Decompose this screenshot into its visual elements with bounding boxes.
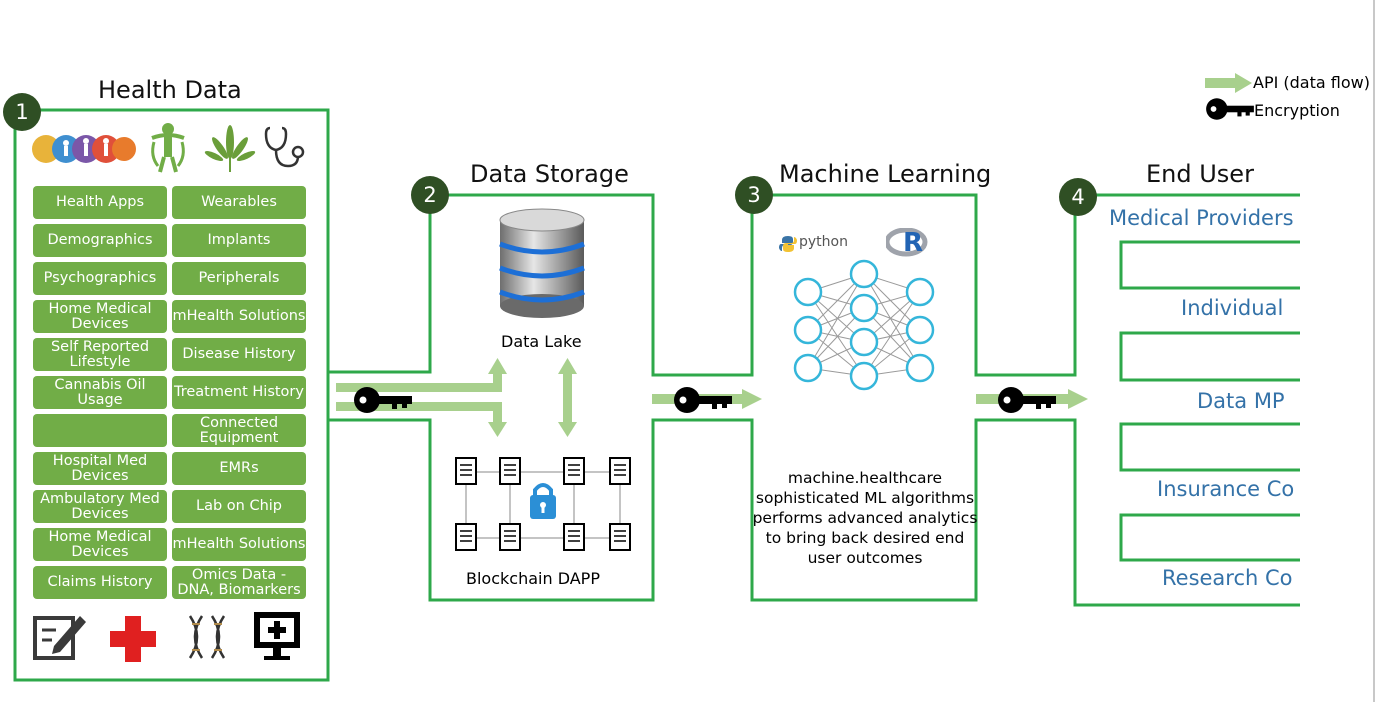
health-source-button[interactable]: Treatment History [172, 376, 306, 409]
r-logo-icon [886, 228, 928, 257]
ml-description-line: machine.healthcare [787, 469, 943, 487]
machine-learning-title: Machine Learning [779, 160, 992, 188]
data-lake-label: Data Lake [501, 332, 582, 351]
step-badge-4: 4 [1059, 178, 1097, 216]
health-data-box [13, 108, 330, 682]
health-source-button[interactable]: Hospital Med Devices [33, 452, 167, 485]
cannabis-leaf-icon [204, 125, 256, 172]
legend-key-icon [1206, 98, 1254, 120]
legend-api-label: API (data flow) [1253, 73, 1370, 92]
end-user-title: End User [1146, 160, 1254, 188]
red-cross-icon [110, 616, 156, 662]
data-storage-title: Data Storage [470, 160, 629, 188]
stethoscope-icon [264, 126, 305, 168]
dna-icon [188, 615, 226, 659]
health-source-button[interactable]: Connected Equipment [172, 414, 306, 447]
health-source-button[interactable]: Lab on Chip [172, 490, 306, 523]
key-icon [354, 387, 412, 413]
health-data-title: Health Data [98, 76, 242, 104]
ml-description-line: sophisticated ML algorithms [755, 489, 975, 507]
database-icon [499, 208, 585, 318]
health-source-button[interactable]: Wearables [172, 186, 306, 219]
fitness-icon [151, 123, 185, 173]
r-label: R [903, 228, 924, 258]
health-source-button[interactable]: Psychographics [33, 262, 167, 295]
dna-people-icon [32, 135, 136, 163]
lock-icon [530, 483, 556, 519]
end-user-item[interactable]: Insurance Co [1157, 477, 1295, 501]
health-source-button[interactable]: Self Reported Lifestyle [33, 338, 167, 371]
health-source-button[interactable]: Disease History [172, 338, 306, 371]
health-source-button[interactable]: Cannabis Oil Usage [33, 376, 167, 409]
ml-description-line: to bring back desired end [765, 529, 965, 547]
health-source-button[interactable]: EMRs [172, 452, 306, 485]
health-source-button[interactable] [33, 414, 167, 447]
key-icon [674, 387, 732, 413]
legend-encryption-label: Encryption [1254, 101, 1340, 120]
health-source-button[interactable]: Ambulatory Med Devices [33, 490, 167, 523]
notepad-icon [33, 616, 86, 660]
neural-network-icon [793, 259, 935, 391]
monitor-plus-icon [254, 612, 300, 660]
health-source-button[interactable]: mHealth Solutions [172, 300, 306, 333]
end-user-item[interactable]: Individual [1181, 296, 1284, 320]
health-source-button[interactable]: Demographics [33, 224, 167, 257]
health-source-button[interactable]: Health Apps [33, 186, 167, 219]
step-badge-2: 2 [411, 176, 449, 214]
blockchain-label: Blockchain DAPP [466, 569, 600, 588]
health-source-button[interactable]: Implants [172, 224, 306, 257]
health-source-button[interactable]: Peripherals [172, 262, 306, 295]
step-badge-3: 3 [735, 176, 773, 214]
end-user-item[interactable]: Research Co [1162, 566, 1293, 590]
health-source-button[interactable]: Omics Data - DNA, Biomarkers [172, 566, 306, 599]
health-source-button[interactable]: Home Medical Devices [33, 300, 167, 333]
health-source-button[interactable]: Claims History [33, 566, 167, 599]
python-label: python [799, 234, 848, 250]
end-user-item[interactable]: Data MP [1197, 389, 1285, 413]
ml-description: machine.healthcare sophisticated ML algo… [752, 468, 978, 568]
key-icon [998, 387, 1056, 413]
health-source-button[interactable]: mHealth Solutions [172, 528, 306, 561]
step-badge-1: 1 [3, 93, 41, 131]
python-logo-icon [779, 236, 797, 252]
ml-description-line: performs advanced analytics [752, 509, 978, 527]
health-source-button[interactable]: Home Medical Devices [33, 528, 167, 561]
ml-description-line: user outcomes [807, 549, 923, 567]
end-user-item[interactable]: Medical Providers [1109, 206, 1294, 230]
blockchain-network [455, 457, 631, 551]
